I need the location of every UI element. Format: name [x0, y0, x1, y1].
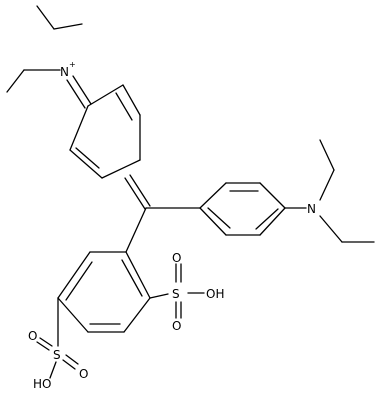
bond-s-para-o-right — [65, 354, 79, 365]
bond-s-para-o-top — [39, 337, 53, 347]
bond-nplus-ring — [72, 75, 92, 105]
atom-n-amine: N — [307, 202, 316, 216]
bonds — [6, 5, 375, 379]
bond-right-ring-6 — [199, 207, 227, 236]
bond-nplus-ring-double — [66, 79, 86, 109]
bond-right-ring-4 — [259, 207, 286, 236]
bond-quinoid-6 — [69, 105, 89, 151]
bond-quinoid-2 — [122, 84, 141, 116]
bond-right-ring-1 — [199, 182, 227, 209]
atom-labels: N + N S O O OH S O O HO — [28, 60, 316, 391]
bond-central-double-b — [129, 174, 151, 207]
bond-amine-ethyl-1b — [319, 139, 335, 171]
atom-s-ortho: S — [172, 287, 180, 301]
bond-ethyl-2a — [6, 69, 25, 93]
atom-s-para: S — [53, 348, 61, 362]
bond-central-double-a — [124, 177, 146, 210]
bond-quinoid-5d — [75, 147, 100, 169]
atom-s-para-o-top: O — [28, 329, 37, 343]
bond-lower-ring-5 — [123, 297, 151, 333]
atom-s-ortho-oh: OH — [206, 287, 224, 301]
bond-quinoid-1 — [87, 84, 124, 107]
bond-ethyl-1a — [36, 5, 55, 30]
bond-ethyl-1b — [53, 23, 83, 30]
bond-lower-ring-6 — [125, 251, 151, 299]
bond-quinoid-4 — [101, 159, 141, 179]
atom-n-plus: N — [60, 65, 69, 79]
bond-s-para-o-top-d — [36, 341, 50, 351]
atom-n-plus-charge: + — [69, 60, 76, 69]
atom-s-para-o-right: O — [79, 367, 88, 381]
bond-quinoid-2d — [115, 92, 133, 121]
atom-s-para-oh: HO — [33, 377, 51, 391]
bond-s-para-oh — [49, 361, 57, 379]
bond-lower-ring-2 — [57, 251, 91, 299]
atom-s-ortho-o-top: O — [172, 251, 181, 265]
atom-s-ortho-o-bottom: O — [172, 319, 181, 333]
bond-lower-ring-6d — [121, 259, 143, 297]
bond-amine-ethyl-2a — [319, 215, 343, 243]
bond-right-ring-4d — [255, 208, 279, 230]
bond-amine-ethyl-1a — [319, 169, 335, 201]
bond-ring-s-ortho — [149, 293, 169, 299]
bond-quinoid-5 — [69, 149, 103, 179]
bond-s-para-o-right-d — [62, 359, 76, 370]
bond-central-lower — [125, 207, 147, 253]
bond-lower-ring-3 — [57, 297, 89, 333]
bond-lower-ring-2d — [65, 261, 93, 301]
bond-right-ring-3 — [259, 182, 286, 209]
bond-right-ring-6d — [207, 207, 231, 229]
